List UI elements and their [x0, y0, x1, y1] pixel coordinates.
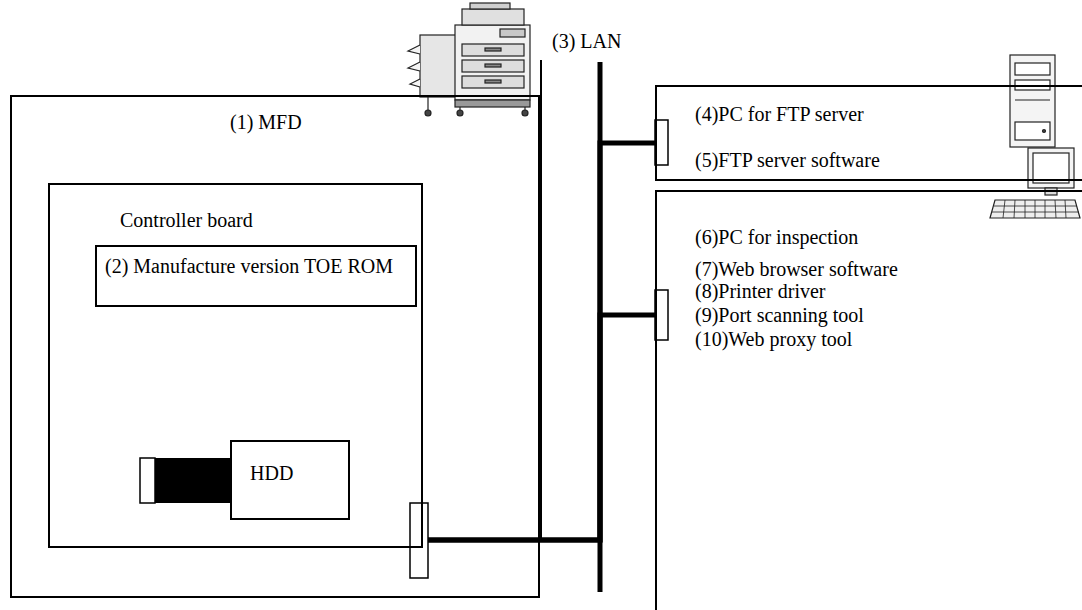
tower-pc-icon [1010, 55, 1055, 147]
node-title: Controller board [120, 209, 253, 231]
node-title: (2) Manufacture version TOE ROM [105, 255, 405, 277]
node-title: (4)PC for FTP server [695, 103, 864, 125]
network-port [410, 503, 428, 578]
node-item: (7)Web browser software [695, 258, 898, 280]
node-item: (9)Port scanning tool [695, 304, 864, 326]
mfd-housing: (1) MFD Controller board (2) Manufacture v… [10, 95, 540, 598]
hdd-box: HDD [230, 440, 350, 520]
printer-cable [540, 60, 542, 542]
node-title: (6)PC for inspection [695, 226, 858, 248]
node-item: (8)Printer driver [695, 280, 826, 302]
node-title: (1) MFD [230, 111, 302, 133]
node-title: HDD [250, 462, 293, 484]
rom-box: (2) Manufacture version TOE ROM [95, 245, 417, 307]
printer-illustration [408, 3, 530, 116]
ftp-server-pc: (4)PC for FTP server (5)FTP server softwa… [655, 85, 1082, 181]
node-item: (5)FTP server software [695, 149, 880, 171]
node-item: (10)Web proxy tool [695, 328, 852, 350]
hdd-connector [140, 458, 230, 503]
inspection-pc: (6)PC for inspection (7)Web browser softw… [655, 190, 1082, 610]
controller-board: Controller board (2) Manufacture version … [48, 183, 423, 548]
network-label: (3) LAN [550, 30, 623, 52]
desktop-pc-icon [990, 148, 1080, 218]
